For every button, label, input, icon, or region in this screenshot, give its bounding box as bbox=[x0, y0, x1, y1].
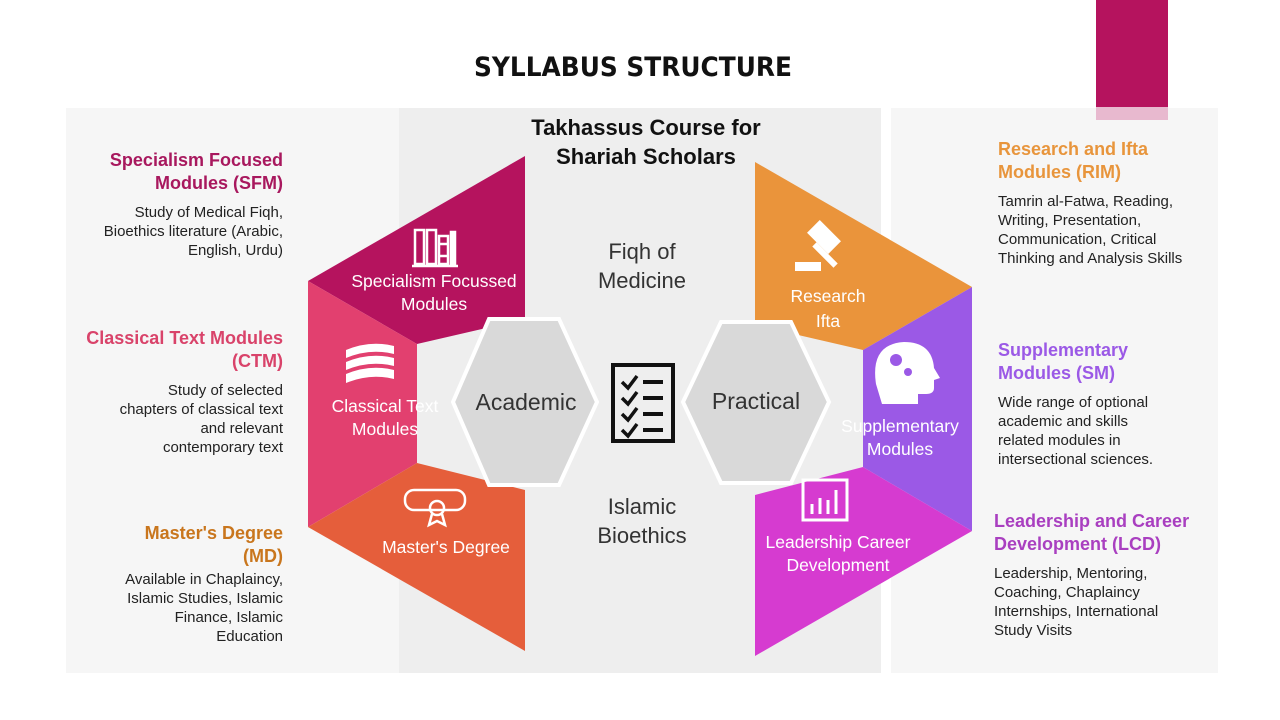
course-title-line-2: Shariah Scholars bbox=[556, 144, 736, 169]
desc-sfm-body: Study of Medical Fiqh, Bioethics literat… bbox=[33, 203, 283, 260]
segment-lcd bbox=[755, 467, 972, 656]
center-top-line-1: Fiqh of bbox=[608, 239, 676, 264]
course-title: Takhassus Course for Shariah Scholars bbox=[480, 113, 812, 171]
segment-label-sm-line-1: Supplementary bbox=[841, 416, 959, 436]
desc-sfm-body-line-3: English, Urdu) bbox=[187, 242, 283, 259]
desc-lcd-body-line-2: Coaching, Chaplaincy bbox=[994, 584, 1140, 601]
desc-sm-body-line-2: academic and skills bbox=[998, 413, 1129, 430]
desc-sm-body-line-3: related modules in bbox=[998, 432, 1121, 449]
segment-label-sm: Supplementary Modules bbox=[834, 415, 966, 461]
bar-chart-icon bbox=[801, 478, 849, 522]
desc-sfm-heading-line-2: Modules (SFM) bbox=[155, 173, 283, 193]
course-title-line-1: Takhassus Course for bbox=[531, 115, 761, 140]
desc-md: Master's Degree (MD) Available in Chapla… bbox=[33, 522, 283, 646]
core-hex-practical bbox=[680, 320, 832, 485]
desc-ctm-body-line-1: Study of selected bbox=[167, 382, 283, 399]
desc-sm-body-line-4: intersectional sciences. bbox=[998, 451, 1154, 468]
segment-label-lcd-line-1: Leadership Career bbox=[765, 532, 911, 552]
desc-rim-body-line-3: Communication, Critical bbox=[998, 231, 1157, 248]
center-bottom-line-1: Islamic bbox=[607, 494, 677, 519]
core-hex-academic bbox=[450, 317, 600, 487]
segment-label-sfm: Specialism Focussed Modules bbox=[334, 270, 534, 316]
book-stack-icon bbox=[346, 343, 394, 383]
segment-label-sfm-line-2: Modules bbox=[400, 294, 468, 314]
books-icon bbox=[412, 228, 458, 268]
desc-lcd-body-line-3: Internships, International bbox=[994, 603, 1159, 620]
gavel-icon bbox=[795, 220, 841, 271]
center-top-label: Fiqh of Medicine bbox=[572, 237, 712, 295]
segment-label-sfm-line-1: Specialism Focussed bbox=[351, 271, 517, 291]
desc-lcd-body-line-4: Study Visits bbox=[994, 622, 1073, 639]
segment-sfm bbox=[308, 156, 525, 344]
desc-rim-body-line-2: Writing, Presentation, bbox=[998, 212, 1142, 229]
desc-ctm-body-line-3: and relevant bbox=[200, 420, 283, 437]
desc-sm-body: Wide range of optional academic and skil… bbox=[998, 393, 1228, 469]
desc-md-heading-line-1: Master's Degree bbox=[144, 523, 283, 543]
desc-rim-body-line-4: Thinking and Analysis Skills bbox=[998, 250, 1183, 267]
desc-md-body-line-3: Finance, Islamic bbox=[174, 609, 283, 626]
desc-lcd-body: Leadership, Mentoring, Coaching, Chaplai… bbox=[994, 564, 1234, 640]
desc-rim-body-line-1: Tamrin al-Fatwa, Reading, bbox=[998, 193, 1174, 210]
head-gears-icon bbox=[875, 342, 940, 404]
desc-rim: Research and Ifta Modules (RIM) Tamrin a… bbox=[998, 138, 1228, 268]
desc-md-heading: Master's Degree (MD) bbox=[33, 522, 283, 568]
desc-lcd-body-line-1: Leadership, Mentoring, bbox=[994, 565, 1148, 582]
desc-ctm-heading: Classical Text Modules (CTM) bbox=[33, 327, 283, 373]
segment-label-rim: Research Ifta bbox=[764, 284, 892, 334]
checklist-icon bbox=[611, 363, 675, 443]
desc-ctm-heading-line-2: (CTM) bbox=[232, 351, 283, 371]
desc-sm-body-line-1: Wide range of optional bbox=[998, 394, 1149, 411]
page-title: SYLLABUS STRUCTURE bbox=[474, 52, 792, 83]
desc-ctm-body-line-2: chapters of classical text bbox=[119, 401, 283, 418]
desc-md-body: Available in Chaplaincy, Islamic Studies… bbox=[33, 570, 283, 646]
desc-rim-body: Tamrin al-Fatwa, Reading, Writing, Prese… bbox=[998, 192, 1228, 268]
desc-rim-heading-line-2: Modules (RIM) bbox=[998, 162, 1121, 182]
segment-label-rim-line-1: Research bbox=[790, 286, 866, 306]
desc-sfm: Specialism Focused Modules (SFM) Study o… bbox=[33, 149, 283, 260]
segment-md bbox=[308, 463, 525, 651]
core-label-practical: Practical bbox=[711, 388, 801, 414]
center-bottom-line-2: Bioethics bbox=[597, 523, 687, 548]
desc-lcd-heading-line-1: Leadership and Career bbox=[994, 511, 1190, 531]
desc-ctm-body: Study of selected chapters of classical … bbox=[33, 381, 283, 457]
desc-sm: Supplementary Modules (SM) Wide range of… bbox=[998, 339, 1228, 469]
desc-sm-heading-line-1: Supplementary bbox=[998, 340, 1129, 360]
segment-label-rim-line-2: Ifta bbox=[815, 311, 841, 331]
desc-sm-heading-line-2: Modules (SM) bbox=[998, 363, 1115, 383]
segment-label-md: Master's Degree bbox=[366, 536, 526, 559]
segment-label-ctm-line-2: Modules bbox=[351, 419, 419, 439]
segment-ctm bbox=[308, 281, 417, 527]
accent-bar bbox=[1096, 0, 1168, 107]
desc-sfm-heading: Specialism Focused Modules (SFM) bbox=[33, 149, 283, 195]
segment-label-ctm-line-1: Classical Text bbox=[331, 396, 439, 416]
center-top-line-2: Medicine bbox=[597, 268, 687, 293]
desc-md-heading-line-2: (MD) bbox=[243, 546, 283, 566]
desc-lcd-heading: Leadership and Career Development (LCD) bbox=[994, 510, 1234, 556]
desc-ctm-body-line-4: contemporary text bbox=[162, 439, 283, 456]
desc-ctm-heading-line-1: Classical Text Modules bbox=[86, 328, 283, 348]
desc-sfm-heading-line-1: Specialism Focused bbox=[109, 150, 283, 170]
desc-sm-heading: Supplementary Modules (SM) bbox=[998, 339, 1228, 385]
desc-lcd: Leadership and Career Development (LCD) … bbox=[994, 510, 1234, 640]
core-label-academic: Academic bbox=[475, 389, 577, 415]
desc-rim-heading-line-1: Research and Ifta bbox=[998, 139, 1149, 159]
desc-sfm-body-line-1: Study of Medical Fiqh, bbox=[134, 204, 283, 221]
desc-ctm: Classical Text Modules (CTM) Study of se… bbox=[33, 327, 283, 457]
desc-rim-heading: Research and Ifta Modules (RIM) bbox=[998, 138, 1228, 184]
accent-bar-shadow bbox=[1096, 107, 1168, 120]
desc-md-body-line-4: Education bbox=[216, 628, 283, 645]
segment-label-md-line-1: Master's Degree bbox=[382, 537, 510, 557]
desc-md-body-line-2: Islamic Studies, Islamic bbox=[127, 590, 283, 607]
desc-md-body-line-1: Available in Chaplaincy, bbox=[125, 571, 283, 588]
desc-lcd-heading-line-2: Development (LCD) bbox=[994, 534, 1162, 554]
segment-rim bbox=[755, 162, 972, 350]
segment-label-lcd-line-2: Development bbox=[786, 555, 890, 575]
segment-label-lcd: Leadership Career Development bbox=[756, 531, 920, 577]
center-bottom-label: Islamic Bioethics bbox=[572, 492, 712, 550]
segment-label-ctm: Classical Text Modules bbox=[315, 395, 455, 441]
certificate-icon bbox=[403, 488, 467, 528]
desc-sfm-body-line-2: Bioethics literature (Arabic, bbox=[103, 223, 283, 240]
segment-label-sm-line-2: Modules bbox=[866, 439, 934, 459]
